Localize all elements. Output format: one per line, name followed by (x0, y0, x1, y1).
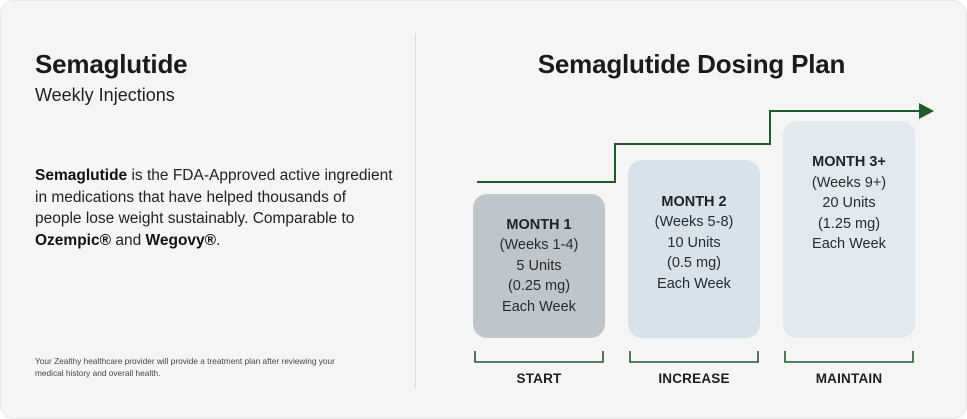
desc-brand-wegovy: Wegovy® (145, 231, 217, 249)
bracket-maintain (784, 351, 914, 363)
dose-mg: (0.5 mg) (667, 255, 721, 272)
dose-frequency: Each Week (657, 275, 731, 292)
dose-mg: (1.25 mg) (817, 215, 881, 232)
dose-units: 20 Units (822, 195, 876, 212)
product-title: Semaglutide (35, 49, 188, 79)
desc-bold-name: Semaglutide (35, 167, 128, 184)
desc-end: . (216, 231, 221, 249)
phase-label-maintain: MAINTAIN (815, 371, 883, 386)
bracket-increase (629, 351, 759, 363)
plan-title: Semaglutide Dosing Plan (537, 49, 846, 79)
month-label: MONTH 2 (661, 193, 727, 210)
bracket-start (474, 351, 604, 363)
phase-label-start: START (516, 371, 562, 386)
dose-box-month-3: MONTH 3+ (Weeks 9+) 20 Units (1.25 mg) E… (783, 121, 915, 338)
provider-footnote: Your Zealthy healthcare provider will pr… (35, 356, 335, 378)
dose-box-month-2: MONTH 2 (Weeks 5-8) 10 Units (0.5 mg) Ea… (628, 160, 760, 338)
arrow-head-icon (919, 103, 934, 119)
dose-units: 5 Units (516, 257, 562, 274)
month-label: MONTH 1 (506, 216, 572, 233)
weeks-range: (Weeks 9+) (811, 174, 887, 191)
desc-brand-ozempic: Ozempic® (35, 231, 112, 249)
desc-text: is the FDA-Approved active ingredient in… (35, 167, 393, 228)
dose-frequency: Each Week (502, 298, 576, 315)
vertical-divider (415, 33, 416, 389)
dose-box-month-1: MONTH 1 (Weeks 1-4) 5 Units (0.25 mg) Ea… (473, 194, 605, 338)
phase-label-increase: INCREASE (658, 371, 730, 386)
dose-mg: (0.25 mg) (507, 278, 571, 295)
product-subtitle: Weekly Injections (35, 85, 175, 105)
month-label: MONTH 3+ (812, 154, 886, 171)
dose-units: 10 Units (667, 234, 721, 251)
desc-and: and (111, 231, 146, 249)
product-description: Semaglutide is the FDA-Approved active i… (35, 165, 395, 251)
weeks-range: (Weeks 1-4) (499, 237, 579, 254)
weeks-range: (Weeks 5-8) (654, 214, 734, 231)
dose-frequency: Each Week (812, 236, 886, 253)
